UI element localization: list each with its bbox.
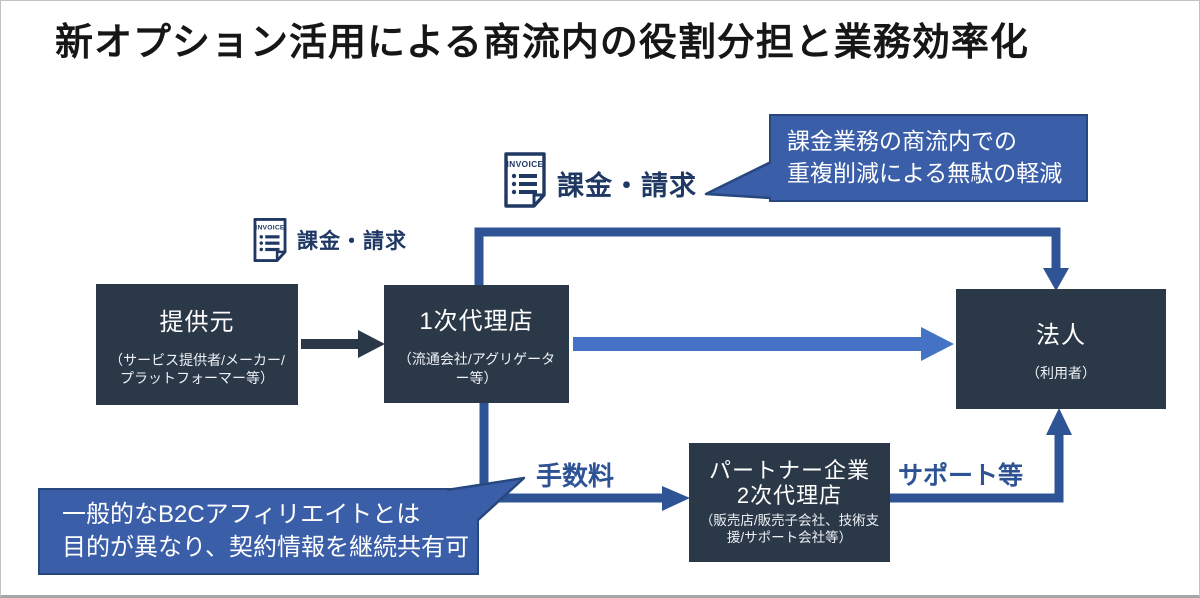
node-provider: 提供元 （サービス提供者/メーカー/プラットフォーマー等） xyxy=(96,284,298,405)
billing-note-callout: 課金業務の商流内での 重複削減による無駄の軽減 xyxy=(769,114,1088,202)
invoice-icon-text: INVOICE xyxy=(255,225,285,232)
node-corporation-subtitle: （利用者） xyxy=(1026,365,1096,382)
fee-route-arrowhead xyxy=(662,486,690,511)
node-partner-title-line2: 2次代理店 xyxy=(736,483,843,509)
node-provider-subtitle: （サービス提供者/メーカー/プラットフォーマー等） xyxy=(109,351,285,386)
fee-label: 手数料 xyxy=(536,461,615,491)
billing-label-top: 課金・請求 xyxy=(557,171,697,201)
affiliate-note-line1: 一般的なB2Cアフィリエイトとは xyxy=(62,501,421,529)
node-primary-agent-subtitle: （流通会社/アグリゲーター等） xyxy=(397,351,556,386)
billing-route-line xyxy=(474,227,1061,287)
billing-note-line2: 重複削減による無駄の軽減 xyxy=(787,160,1063,186)
support-label: サポート等 xyxy=(898,462,1024,490)
page-title: 新オプション活用による商流内の役割分担と業務効率化 xyxy=(55,22,1029,64)
node-partner-title-line1: パートナー企業 xyxy=(708,458,870,484)
billing-route-arrowhead xyxy=(1043,268,1069,291)
support-route-arrowhead xyxy=(1046,408,1072,435)
billing-note-line1: 課金業務の商流内での xyxy=(787,128,1017,155)
invoice-icon: INVOICE xyxy=(253,217,287,263)
node-provider-title: 提供元 xyxy=(159,308,235,336)
billing-label-left: 課金・請求 xyxy=(297,230,407,253)
affiliate-note-callout: 一般的なB2Cアフィリエイトとは 目的が異なり、契約情報を継続共有可 xyxy=(38,488,479,575)
affiliate-note-line2: 目的が異なり、契約情報を継続共有可 xyxy=(62,533,470,561)
invoice-icon: INVOICE xyxy=(504,152,546,208)
node-primary-agent: 1次代理店 （流通会社/アグリゲーター等） xyxy=(384,285,569,403)
node-partner-subtitle: （販売店/販売子会社、技術支援/サポート会社等） xyxy=(699,512,880,546)
node-corporation: 法人 （利用者） xyxy=(956,289,1166,409)
node-corporation-title: 法人 xyxy=(1036,322,1086,350)
node-primary-agent-title: 1次代理店 xyxy=(419,308,534,336)
node-partner: パートナー企業 2次代理店 （販売店/販売子会社、技術支援/サポート会社等） xyxy=(689,443,890,562)
arrow-agent-to-corporation xyxy=(573,327,954,361)
invoice-icon-text: INVOICE xyxy=(506,159,543,169)
billing-note-callout-tail xyxy=(704,160,772,200)
arrow-provider-to-agent xyxy=(301,330,385,358)
